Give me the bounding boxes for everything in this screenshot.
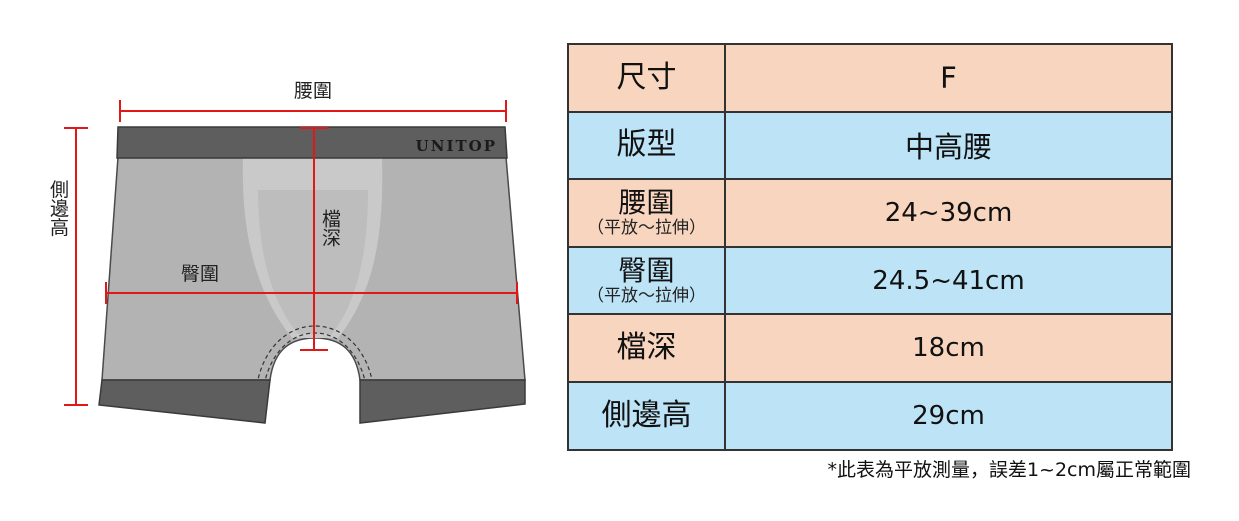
- waistband: [116, 126, 508, 159]
- row-side-height-key: 側邊高: [567, 380, 726, 451]
- hip-label: 臀圍: [181, 263, 219, 285]
- row-waist-value: 24~39cm: [724, 178, 1173, 248]
- row-hip: 臀圍 （平放～拉伸） 24.5~41cm: [567, 245, 1173, 316]
- right-leg-band: [359, 379, 526, 424]
- waist-label: 腰圍: [294, 80, 332, 102]
- shorts-diagram: UNITOP 腰圍 側邊高 檔深 臀圍: [47, 80, 526, 424]
- row-hip-sub: （平放～拉伸）: [587, 285, 706, 306]
- row-fit: 版型 中高腰: [567, 110, 1173, 181]
- row-side-height: 側邊高 29cm: [567, 380, 1173, 451]
- row-side-height-value: 29cm: [724, 380, 1173, 451]
- side-height-label: 側邊高: [47, 179, 69, 236]
- measurement-note: *此表為平放測量，誤差1~2cm屬正常範圍: [827, 459, 1191, 481]
- left-leg-band: [98, 379, 271, 424]
- row-size: 尺寸 F: [567, 43, 1173, 113]
- row-size-key: 尺寸: [567, 43, 726, 113]
- hip-measure-line: [105, 282, 518, 304]
- rise-measure-line: [300, 127, 328, 351]
- row-waist: 腰圍 （平放～拉伸） 24~39cm: [567, 178, 1173, 248]
- row-rise-value: 18cm: [724, 313, 1173, 383]
- row-hip-value: 24.5~41cm: [724, 245, 1173, 316]
- size-table: 尺寸 F 版型 中高腰 腰圍 （平放～拉伸） 24~39cm 臀圍 （平放～拉伸…: [567, 43, 1173, 451]
- row-waist-sub: （平放～拉伸）: [587, 217, 706, 238]
- waist-measure-line: [119, 100, 507, 122]
- brand-logo: UNITOP: [416, 137, 497, 155]
- row-rise-key: 檔深: [567, 313, 726, 383]
- row-rise: 檔深 18cm: [567, 313, 1173, 383]
- row-fit-value: 中高腰: [724, 110, 1173, 181]
- side-height-measure-line: [64, 127, 88, 406]
- row-hip-key: 臀圍 （平放～拉伸）: [567, 245, 726, 316]
- row-waist-key: 腰圍 （平放～拉伸）: [567, 178, 726, 248]
- row-size-value: F: [724, 43, 1173, 113]
- row-fit-key: 版型: [567, 110, 726, 181]
- rise-label: 檔深: [319, 209, 341, 247]
